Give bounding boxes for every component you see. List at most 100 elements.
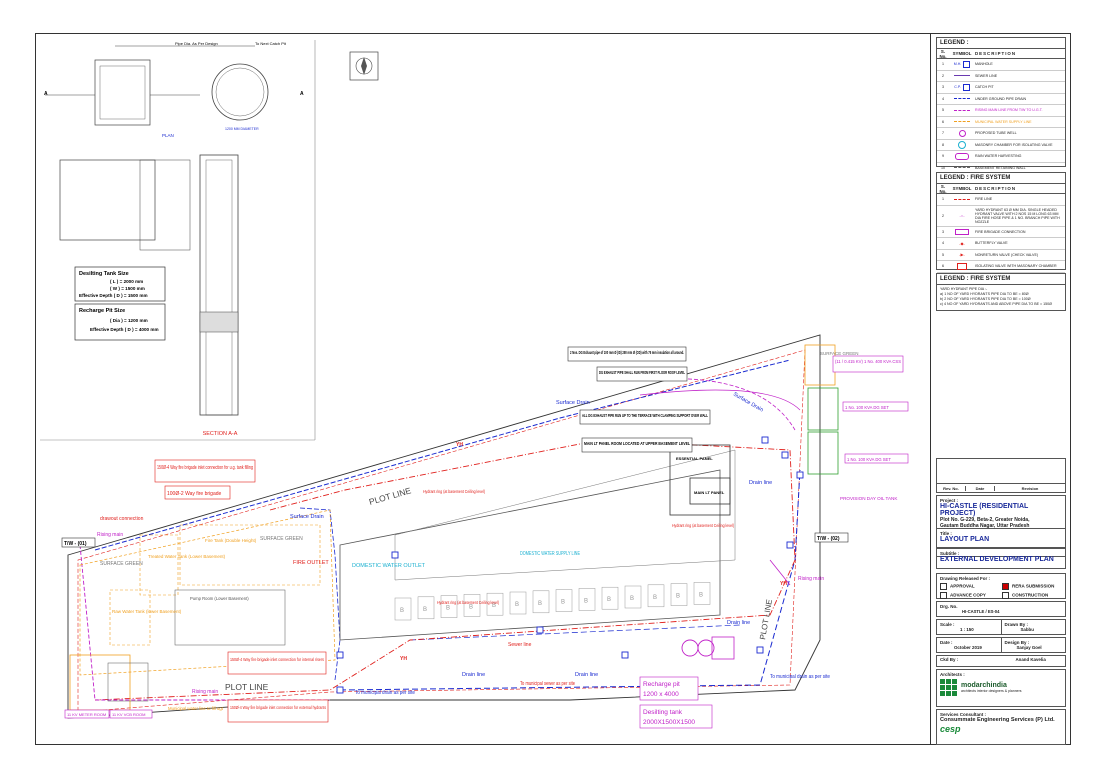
parking-bay-letter: B bbox=[699, 592, 703, 598]
design-by-value: Sanjay Goel bbox=[1016, 645, 1042, 650]
inlet-2way-label: 100Ø-2 Way fire brigade bbox=[167, 491, 222, 497]
yard-hydrant-intro: YARD HYDRANT PIPE DIA :- bbox=[940, 287, 988, 291]
project-name: HI-CASTLE (RESIDENTIAL PROJECT) bbox=[940, 503, 1029, 517]
legend-symbol-icon bbox=[949, 140, 975, 149]
dg-terrace-note: ALL DG EXHAUST PIPE RUN UP TO THE TERRAC… bbox=[582, 413, 708, 418]
rera-checkbox[interactable] bbox=[1002, 583, 1009, 590]
released-label: Drawing Released For : bbox=[940, 576, 991, 581]
drg-no-block: Drg. No. HI-CASTLE / ES-04 bbox=[936, 601, 1066, 617]
surface-drain-left: Surface Drain bbox=[290, 514, 324, 520]
sewer-line-label: Sewer line bbox=[508, 642, 532, 648]
drg-no-value: HI-CASTLE / ES-04 bbox=[962, 609, 1000, 614]
dg-exhaust-note: 2 Nos. DG Exhaust pipe of 100 mm Ø (ID) … bbox=[570, 350, 684, 355]
legend-desc: MUNICIPAL WATER SUPPLY LINE bbox=[975, 119, 1032, 124]
fire-legend-desc: FIRE LINE bbox=[975, 197, 993, 202]
legend-desc: BASEMENT RETAINING WALL bbox=[975, 165, 1026, 170]
drawn-label: Drawn By : bbox=[1004, 622, 1029, 627]
fire-legend-symbol-icon bbox=[949, 228, 975, 235]
approval-checkbox[interactable] bbox=[940, 583, 947, 590]
yh-label-1: YH bbox=[456, 442, 463, 448]
desilt-title: Desilting Tank Size bbox=[79, 271, 129, 277]
legend-desc: RAIN WATER HARVESTING bbox=[975, 154, 1022, 159]
essential-panel-label: ESSENTIAL PANEL bbox=[676, 456, 713, 461]
consultant-label: Services Consultant : bbox=[940, 712, 987, 717]
modarch-logo-icon bbox=[940, 679, 957, 696]
surface-green-far-left: SURFACE GREEN bbox=[100, 561, 143, 567]
parking-bay bbox=[486, 592, 504, 616]
legend-fire: LEGEND : FIRE SYSTEM S. No. SYMBOL DESCR… bbox=[936, 172, 1066, 273]
legend-fire2-title: LEGEND : FIRE SYSTEM bbox=[937, 274, 1065, 285]
fire-legend-sn: 2 bbox=[942, 213, 944, 218]
desilting-tank-label: Desilting tank bbox=[643, 709, 683, 716]
legend-sn: 7 bbox=[942, 131, 944, 136]
fire-legend-row: 2-○-YARD HYDRANT 63 Ø MM DIA. SINGLE HEA… bbox=[937, 206, 1065, 227]
architect-name: modarchindia bbox=[961, 682, 1007, 689]
plot-line-top: PLOT LINE bbox=[368, 485, 413, 507]
legend-symbol-text: M.H. bbox=[953, 62, 962, 67]
manhole-icon bbox=[786, 541, 794, 549]
main-lt-panel-label: MAIN LT PANEL bbox=[694, 490, 725, 495]
section-aa-title: SECTION A-A bbox=[203, 431, 238, 437]
rising-main-right: Rising main bbox=[798, 576, 824, 582]
col-symbol: SYMBOL bbox=[952, 51, 972, 56]
yard-hydrant-c: c) 4 NO OF YARD HYDRANTS AND ABOVE PIPE … bbox=[940, 302, 1052, 306]
drawing-subtitle: EXTERNAL DEVELOPMENT PLAN bbox=[940, 556, 1054, 563]
legend-desc: MASONRY CHAMBER FOR ISOLATING VALVE bbox=[975, 142, 1053, 147]
col-sno: S. No. bbox=[939, 183, 947, 194]
construction-checkbox[interactable] bbox=[1002, 592, 1009, 599]
architect-sub: architects interior designers & planners bbox=[961, 689, 1022, 693]
construction-label: CONSTRUCTION bbox=[1012, 592, 1049, 598]
parking-bay-letter: B bbox=[446, 606, 450, 612]
fire-legend-sn: 5 bbox=[942, 252, 944, 257]
parking-bay-letter: B bbox=[584, 598, 588, 604]
tank-area bbox=[69, 509, 336, 711]
hydrant-ring-3: Hydrant ring (at basement Ceiling level) bbox=[437, 600, 499, 606]
drawn-by-value: Sabbu bbox=[1020, 627, 1034, 632]
fire-legend-row: 5-▶-NONRETURN VALVE (CHECK VALVE) bbox=[937, 250, 1065, 261]
col-symbol: SYMBOL bbox=[952, 186, 972, 191]
hydrant-ring-2: Hydrant ring (at basement Ceiling level) bbox=[672, 523, 734, 529]
desilt-width: ( W ) = 1500 mm bbox=[110, 286, 145, 291]
date-label: Date : bbox=[940, 640, 953, 645]
recharge-pit-dia-label: 1200 MM DIAMETER bbox=[225, 127, 259, 131]
legend-sn: 1 bbox=[942, 62, 944, 67]
consultant-name: Consummate Engineering Services (P) Ltd. bbox=[940, 717, 1055, 723]
scale-label: Scale : bbox=[940, 622, 955, 627]
fire-legend-symbol-icon: -○- bbox=[959, 213, 965, 218]
hydrant-ring-1: Hydrant ring (at basement Ceiling level) bbox=[423, 489, 485, 495]
inlet-4way-top-label: 150Ø-4 Way fire brigade inlet connection… bbox=[157, 465, 253, 471]
dg-exhaust-run: DG EXHAUST PIPE SHALL RUN FROM FIRST FLO… bbox=[599, 370, 685, 375]
rising-main-left: Rising main bbox=[97, 532, 123, 538]
legend-fire-pipe: LEGEND : FIRE SYSTEM YARD HYDRANT PIPE D… bbox=[936, 273, 1066, 311]
project-label: Project : bbox=[940, 498, 959, 503]
manhole-icon bbox=[536, 626, 544, 634]
inlet-hydrants-label: 150Ø-4 Way fire brigade inlet connection… bbox=[230, 705, 327, 710]
rising-main-bottom: Rising main bbox=[192, 689, 218, 695]
ckd-by-value: Anand Kavelia bbox=[1015, 657, 1046, 662]
drain-line-right-mid: Drain line bbox=[727, 620, 750, 626]
yh-label-3: YH bbox=[780, 581, 787, 587]
subtitle-block: Subtitle : EXTERNAL DEVELOPMENT PLAN bbox=[936, 548, 1066, 569]
date-value: October 2019 bbox=[954, 645, 982, 650]
plan-label: PLAN bbox=[162, 133, 174, 138]
drg-no-label: Drg. No. bbox=[940, 604, 958, 609]
approval-label: APPROVAL bbox=[950, 583, 975, 589]
fire-callouts bbox=[61, 346, 909, 729]
consultant-block: Services Consultant : Consummate Enginee… bbox=[936, 709, 1066, 745]
fire-legend-desc: ISOLATING VALVE WITH MASONARY CHAMBER bbox=[975, 264, 1057, 269]
vcb-room-label: 11 KV VCB ROOM bbox=[112, 712, 146, 717]
fire-legend-sn: 6 bbox=[942, 264, 944, 269]
legend-desc: UNDER GROUND PIPE DRAIN bbox=[975, 96, 1027, 101]
parking-bay bbox=[463, 594, 481, 617]
manhole-icon bbox=[761, 436, 769, 444]
advance-checkbox[interactable] bbox=[940, 592, 947, 599]
col-desc: DESCRIPTION bbox=[975, 51, 1017, 56]
plot-line-bottom: PLOT LINE bbox=[225, 682, 269, 692]
yard-hydrant-a: a) 1 NO OF YARD HYDRANTS PIPE DIA TO BE … bbox=[940, 292, 1029, 296]
